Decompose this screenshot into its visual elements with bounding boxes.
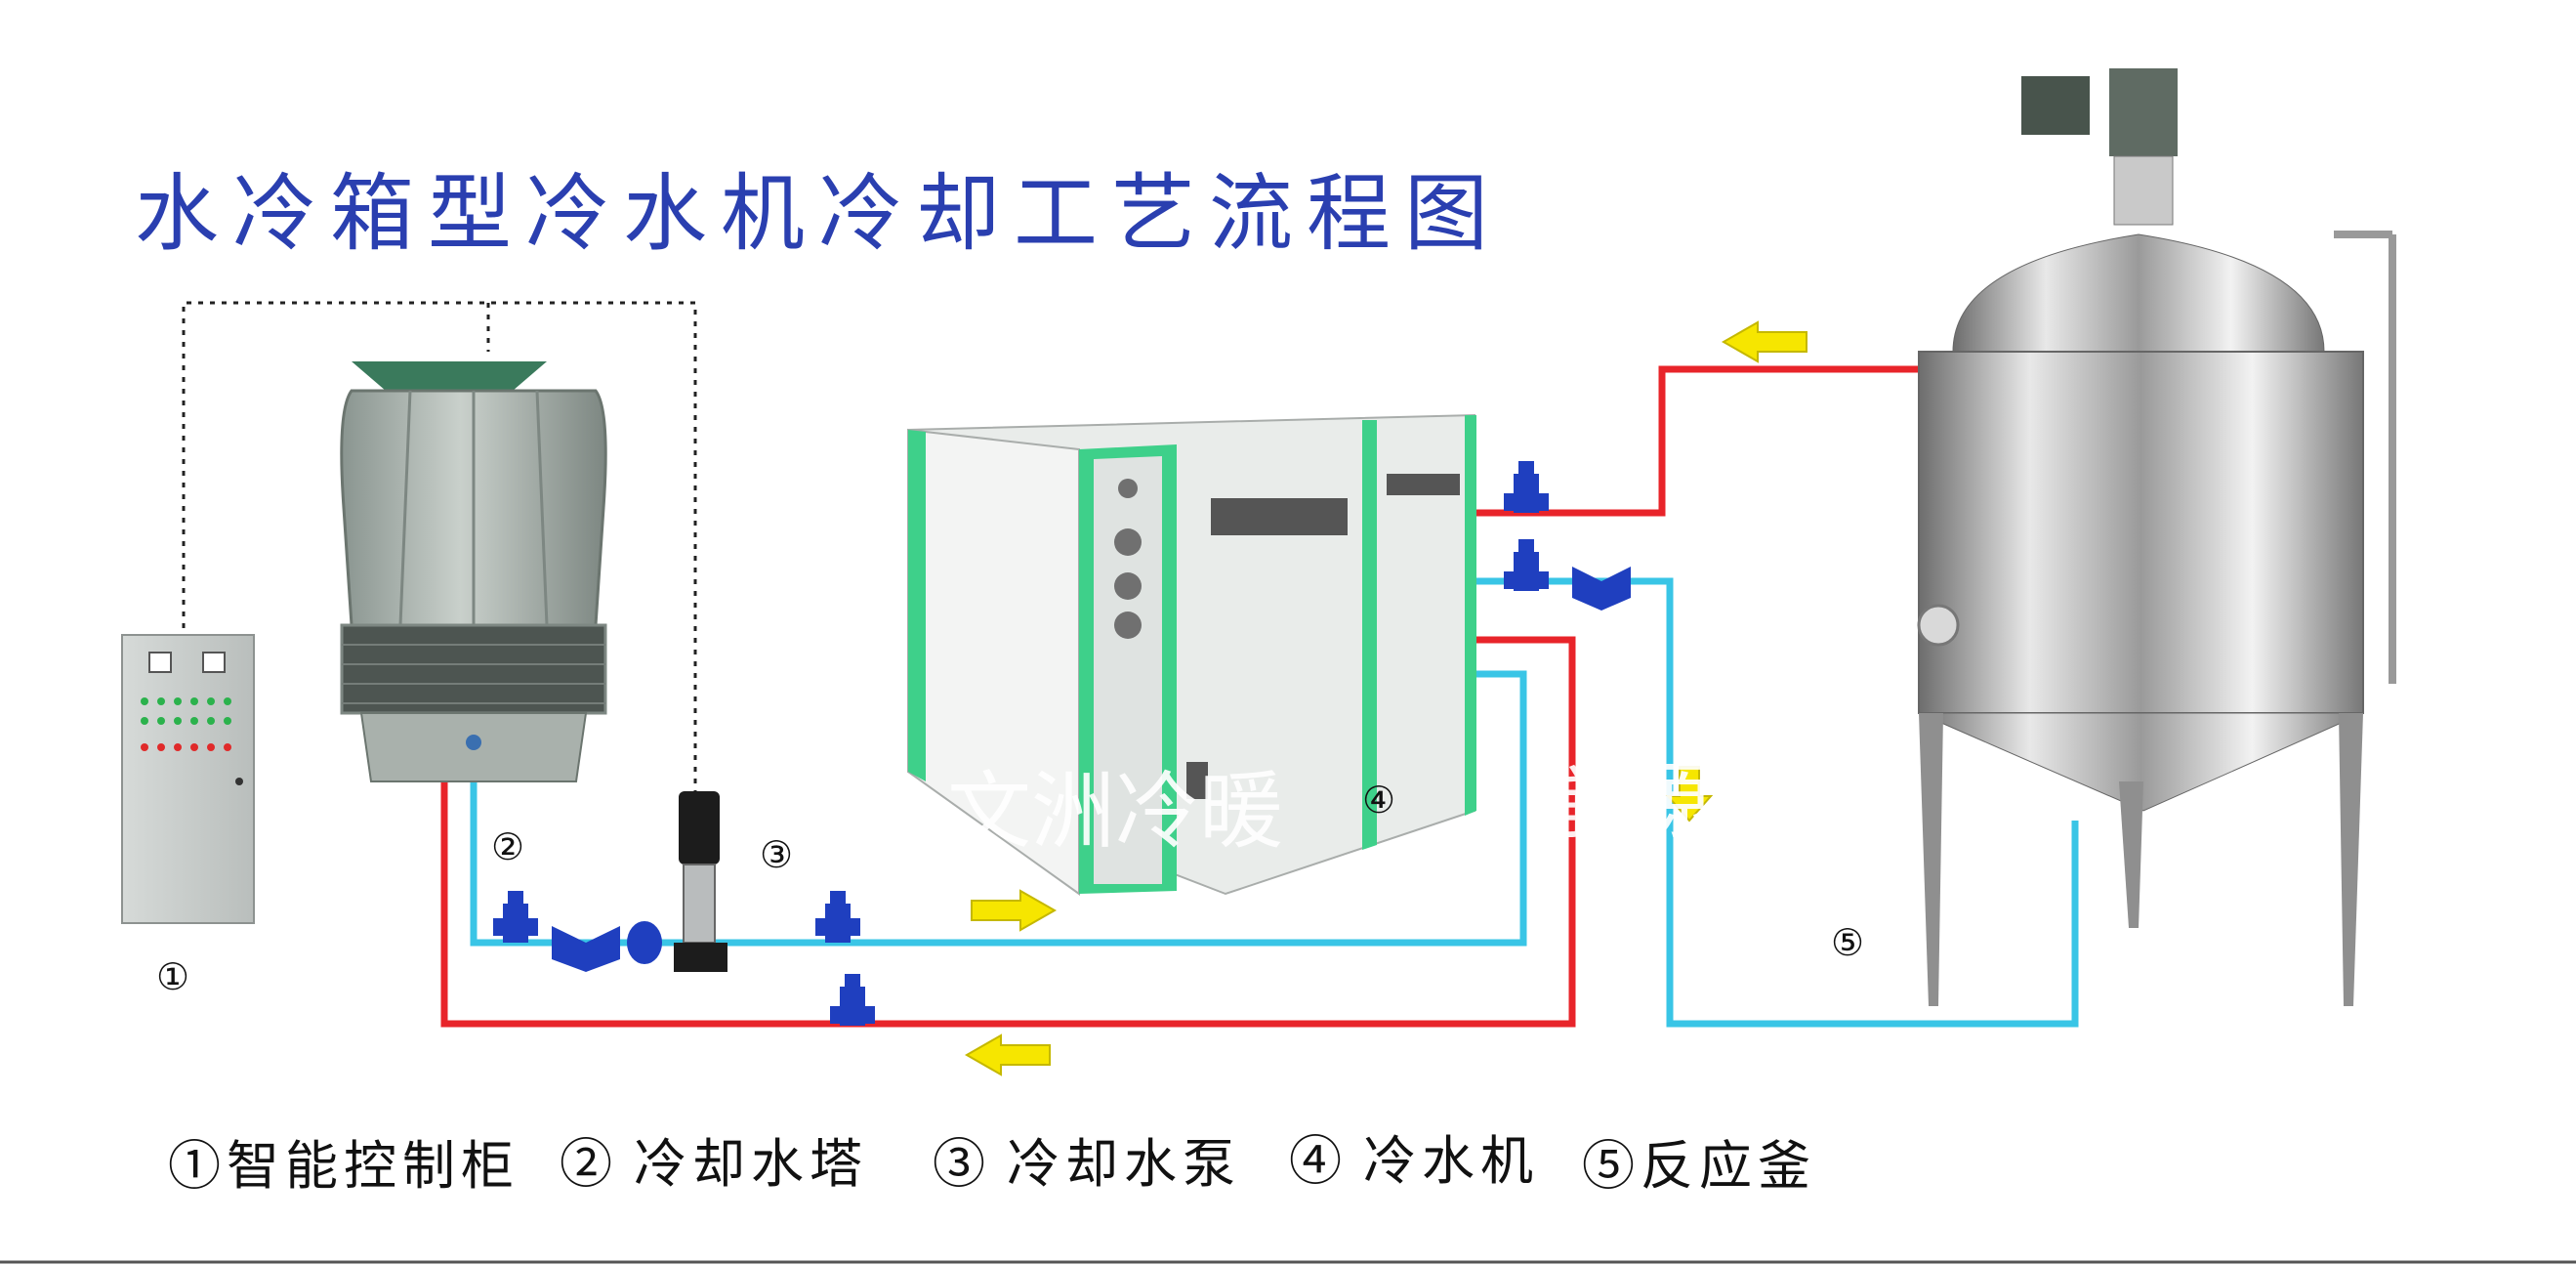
legend-num-5: ⑤ — [1582, 1135, 1641, 1197]
legend-text-5: 反应釜 — [1641, 1135, 1816, 1197]
legend-num-3: ③ — [933, 1133, 991, 1195]
flow-arrows — [964, 320, 1807, 1076]
label-cooling-pump: ③ — [760, 833, 793, 876]
watermark-left: 文洲冷暖 — [947, 763, 1283, 861]
reactor-vessel — [1917, 68, 2396, 1006]
valve-4 — [1504, 461, 1549, 513]
strainer-2 — [1572, 567, 1631, 611]
cooling-tower — [340, 361, 607, 782]
flow-arrow-left — [964, 1033, 1051, 1076]
label-control-cabinet: ① — [156, 955, 189, 998]
control-wiring — [182, 301, 697, 791]
legend-num-2: ② — [560, 1133, 618, 1195]
legend-text-3: 冷却水泵 — [1007, 1133, 1241, 1195]
valve-2 — [815, 891, 860, 943]
flow-arrow-left-top — [1721, 320, 1807, 363]
label-reactor: ⑤ — [1831, 921, 1864, 964]
cooling-water-return-pipe — [440, 365, 1929, 1028]
legend-item-2: ② 冷却水塔 — [560, 1133, 868, 1195]
legend-text-2: 冷却水塔 — [634, 1133, 868, 1195]
legend-item-3: ③ 冷却水泵 — [933, 1133, 1241, 1195]
legend-num-1: ① — [168, 1135, 227, 1197]
legend-item-5: ⑤反应釜 — [1582, 1135, 1816, 1197]
legend-text-1: 智能控制柜 — [227, 1135, 519, 1197]
valves — [493, 461, 1631, 1026]
flow-arrow-down — [1665, 766, 1714, 822]
legend-text-4: 冷水机 — [1363, 1130, 1539, 1192]
label-chiller: ④ — [1362, 779, 1395, 822]
chiller-unit — [907, 413, 1476, 896]
flow-arrow-right — [971, 889, 1058, 932]
legend-num-4: ④ — [1289, 1130, 1348, 1192]
strainer-1 — [552, 926, 620, 972]
legend-item-1: ①智能控制柜 — [168, 1135, 519, 1197]
diagram-title: 水冷箱型冷水机冷却工艺流程图 — [135, 165, 1502, 263]
label-cooling-tower: ② — [491, 825, 524, 868]
cooling-water-pump — [627, 791, 727, 972]
control-cabinet — [121, 634, 255, 924]
valve-1 — [493, 891, 538, 943]
valve-3 — [830, 974, 875, 1026]
valve-5 — [1504, 539, 1549, 591]
watermark-right: 能源 — [1543, 753, 1711, 851]
